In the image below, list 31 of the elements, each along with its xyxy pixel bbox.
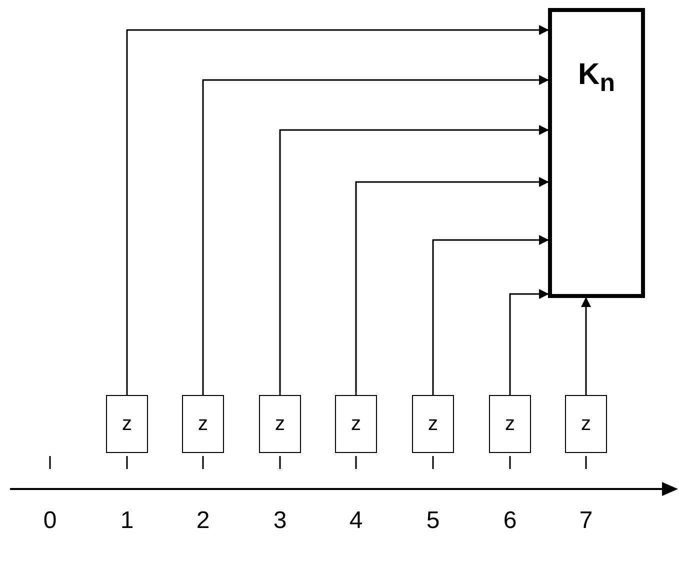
arrow [432, 235, 549, 395]
arrow [581, 297, 591, 395]
tick-label: 3 [272, 507, 288, 535]
tick-label: 0 [42, 507, 58, 535]
delay-label: z [275, 412, 285, 436]
tick-label: 1 [119, 507, 135, 535]
tick-label: 5 [425, 507, 441, 535]
arrow [279, 125, 549, 395]
arrow [126, 25, 549, 395]
delay-label: z [198, 412, 208, 436]
tick-label: 2 [195, 507, 211, 535]
block-box [548, 8, 645, 298]
delay-box [335, 395, 377, 453]
delay-label: z [351, 412, 361, 436]
arrow [355, 177, 549, 395]
arrow [509, 289, 549, 395]
tick-label: 7 [578, 507, 594, 535]
tick-label: 6 [502, 507, 518, 535]
delay-box [259, 395, 301, 453]
tick-label: 4 [348, 507, 364, 535]
block-label: K$_{n}$ [578, 58, 615, 98]
delay-label: z [505, 412, 515, 436]
delay-box [565, 395, 607, 453]
delay-box [412, 395, 454, 453]
arrow [202, 75, 549, 395]
delay-box [489, 395, 531, 453]
delay-box [106, 395, 148, 453]
delay-label: z [428, 412, 438, 436]
delay-label: z [122, 412, 132, 436]
delay-box [182, 395, 224, 453]
delay-label: z [581, 412, 591, 436]
